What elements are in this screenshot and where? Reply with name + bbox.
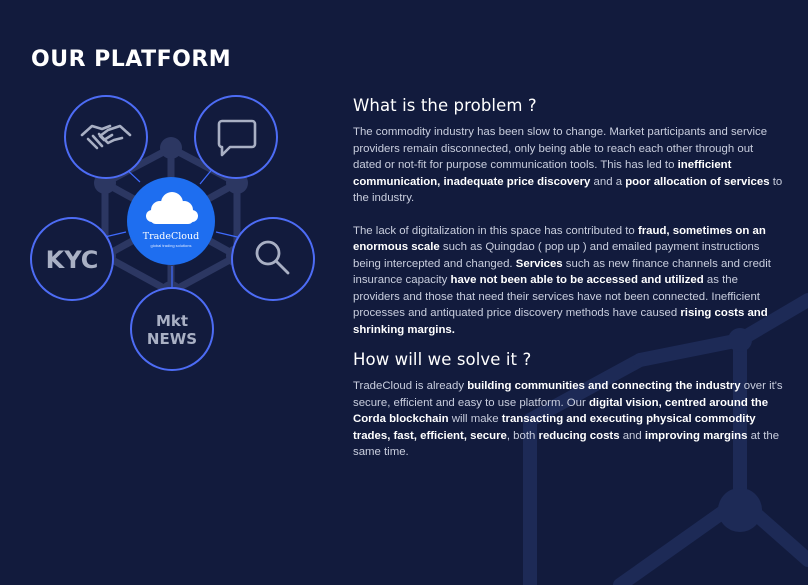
text-run-bold: building communities and connecting the … (467, 380, 741, 392)
text-run: and (619, 429, 645, 442)
text-run-bold: digital vision, centred around the Corda… (353, 396, 769, 426)
text-run: such as Quingdao ( pop up ) and emailed … (353, 241, 760, 270)
text-run-bold: improving margins (644, 429, 748, 442)
handshake-icon (80, 124, 132, 150)
tradecloud-logo: TradeCloud global trading solutions (127, 177, 215, 265)
text-run: at the same time. (353, 429, 780, 459)
text-run: as the providers and those that need the… (353, 274, 760, 319)
text-run: The lack of digitalization in this space… (353, 224, 638, 237)
news-label-line1: Mkt (156, 312, 188, 330)
text-run-bold: transacting and executing physical commo… (353, 413, 756, 442)
kyc-label: KYC (46, 246, 99, 274)
platform-content: What is the problem ? The commodity indu… (353, 96, 783, 461)
node-chat (194, 95, 278, 179)
problem-heading: What is the problem ? (353, 96, 537, 115)
text-run-bold: fraud, sometimes on an enormous scale (353, 224, 766, 254)
text-run: such as new finance channels and credit … (353, 257, 771, 287)
node-market-news: Mkt NEWS (130, 287, 214, 371)
cloud-logo-icon (146, 192, 198, 224)
solution-heading: How will we solve it ? (353, 350, 532, 369)
news-label-line2: NEWS (147, 330, 197, 348)
solution-paragraph: TradeCloud is already building communiti… (353, 378, 783, 461)
problem-paragraph-1: The commodity industry has been slow to … (353, 124, 783, 207)
node-handshake (64, 95, 148, 179)
chat-bubble-icon (217, 119, 257, 157)
text-run-bold: inefficient communication, inadequate pr… (353, 159, 732, 188)
text-run-bold: Services (515, 257, 563, 270)
logo-name: TradeCloud (143, 231, 199, 242)
text-run: to the industry. (353, 175, 783, 205)
page-title: OUR PLATFORM (31, 47, 232, 72)
problem-paragraph-2: The lack of digitalization in this space… (353, 223, 783, 339)
text-run-bold: rising costs and shrinking margins. (353, 307, 768, 336)
text-run: , both (506, 429, 539, 442)
text-run: over it's secure, efficient and easy to … (353, 380, 783, 409)
text-run-bold: reducing costs (538, 429, 620, 442)
platform-diagram: TradeCloud global trading solutions KYC … (30, 95, 315, 371)
text-run: The commodity industry has been slow to … (353, 126, 768, 171)
text-run: TradeCloud is already (353, 380, 468, 392)
text-run: and a (590, 175, 626, 188)
text-run: will make (448, 413, 502, 425)
text-run-bold: have not been able to be accessed and ut… (450, 274, 704, 286)
node-kyc: KYC (30, 217, 114, 301)
search-icon (255, 240, 290, 275)
text-run-bold: poor allocation of services (625, 175, 770, 188)
node-search (231, 217, 315, 301)
logo-tagline: global trading solutions (151, 243, 192, 248)
